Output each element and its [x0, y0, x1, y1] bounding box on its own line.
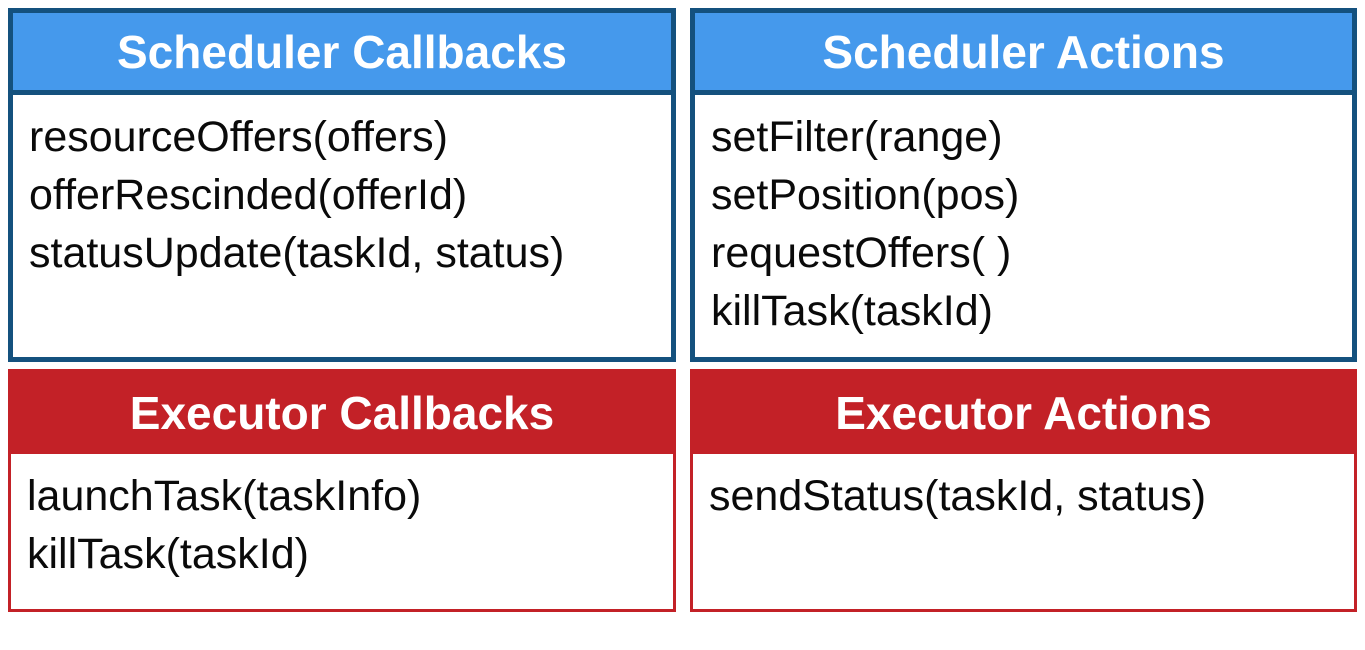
api-method: killTask(taskId) [711, 287, 993, 335]
executor-callbacks-box: Executor Callbacks launchTask(taskInfo) … [8, 369, 676, 612]
executor-callbacks-title: Executor Callbacks [11, 372, 673, 454]
scheduler-actions-body: setFilter(range) setPosition(pos) reques… [695, 95, 1352, 340]
executor-actions-box: Executor Actions sendStatus(taskId, stat… [690, 369, 1357, 612]
scheduler-callbacks-box: Scheduler Callbacks resourceOffers(offer… [8, 8, 676, 362]
scheduler-callbacks-title: Scheduler Callbacks [13, 13, 671, 95]
scheduler-actions-box: Scheduler Actions setFilter(range) setPo… [690, 8, 1357, 362]
scheduler-actions-title: Scheduler Actions [695, 13, 1352, 95]
api-method: launchTask(taskInfo) [27, 472, 422, 520]
executor-actions-title: Executor Actions [693, 372, 1354, 454]
api-method: resourceOffers(offers) [29, 113, 448, 161]
api-method: setPosition(pos) [711, 171, 1020, 219]
api-method: requestOffers( ) [711, 229, 1012, 277]
executor-actions-body: sendStatus(taskId, status) [693, 454, 1354, 525]
scheduler-callbacks-body: resourceOffers(offers) offerRescinded(of… [13, 95, 671, 282]
api-method: sendStatus(taskId, status) [709, 472, 1207, 520]
api-method: killTask(taskId) [27, 530, 309, 578]
api-method: statusUpdate(taskId, status) [29, 229, 565, 277]
api-method: setFilter(range) [711, 113, 1003, 161]
api-method: offerRescinded(offerId) [29, 171, 468, 219]
executor-callbacks-body: launchTask(taskInfo) killTask(taskId) [11, 454, 673, 583]
